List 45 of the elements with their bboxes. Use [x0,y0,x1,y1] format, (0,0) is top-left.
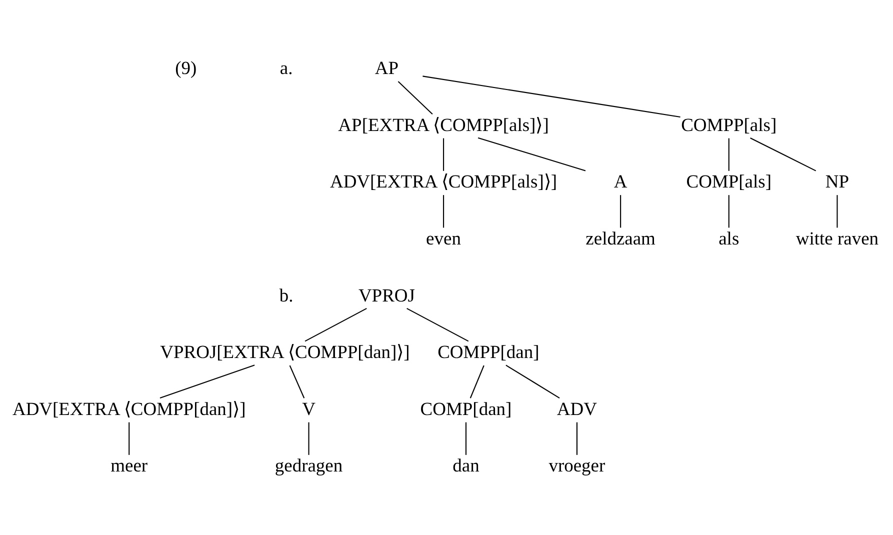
connector [304,307,367,342]
node-text: zeldzaam [586,228,656,248]
node-text: COMP[dan] [420,398,512,418]
connector [308,422,310,454]
connector [406,307,469,342]
connector [289,364,305,398]
connector [128,422,130,454]
node-text: ADV[EXTRA ⟨COMPP[dan]⟩] [12,398,246,418]
connector [478,136,586,171]
connector [443,194,444,228]
node-text: gedragen [274,455,343,476]
connector [506,364,560,398]
connector [422,75,680,117]
node-text: vroeger [548,455,606,476]
connector [620,194,622,228]
connector [576,422,578,454]
node-text: A [614,171,628,192]
node-text: V [302,398,316,418]
connector [728,194,730,228]
node-text: witte raven [796,228,879,248]
node-text: NP [825,171,850,192]
connector [465,422,467,454]
label: (9) [175,58,197,78]
connector [750,137,816,171]
node-text: AP[EXTRA ⟨COMPP[als]⟩] [338,114,549,134]
connector [443,138,444,170]
node-text: ADV [556,398,597,418]
node-text: COMP[als] [686,171,772,192]
node-text: COMPP[dan] [438,342,540,362]
node-text: VPROJ [358,284,415,305]
node-text: als [718,228,740,248]
node-text: AP [374,58,399,78]
connector [728,138,730,170]
node-text: dan [452,455,480,476]
label: b. [279,284,294,305]
connector [398,80,433,114]
node-text: COMPP[als] [681,114,777,134]
label: a. [280,58,293,78]
connector [836,194,838,228]
node-text: meer [110,455,148,476]
node-text: even [426,228,461,248]
connector [160,364,255,398]
node-text: VPROJ[EXTRA ⟨COMPP[dan]⟩] [160,342,410,362]
connector [470,364,484,398]
node-text: ADV[EXTRA ⟨COMPP[als]⟩] [330,171,558,192]
